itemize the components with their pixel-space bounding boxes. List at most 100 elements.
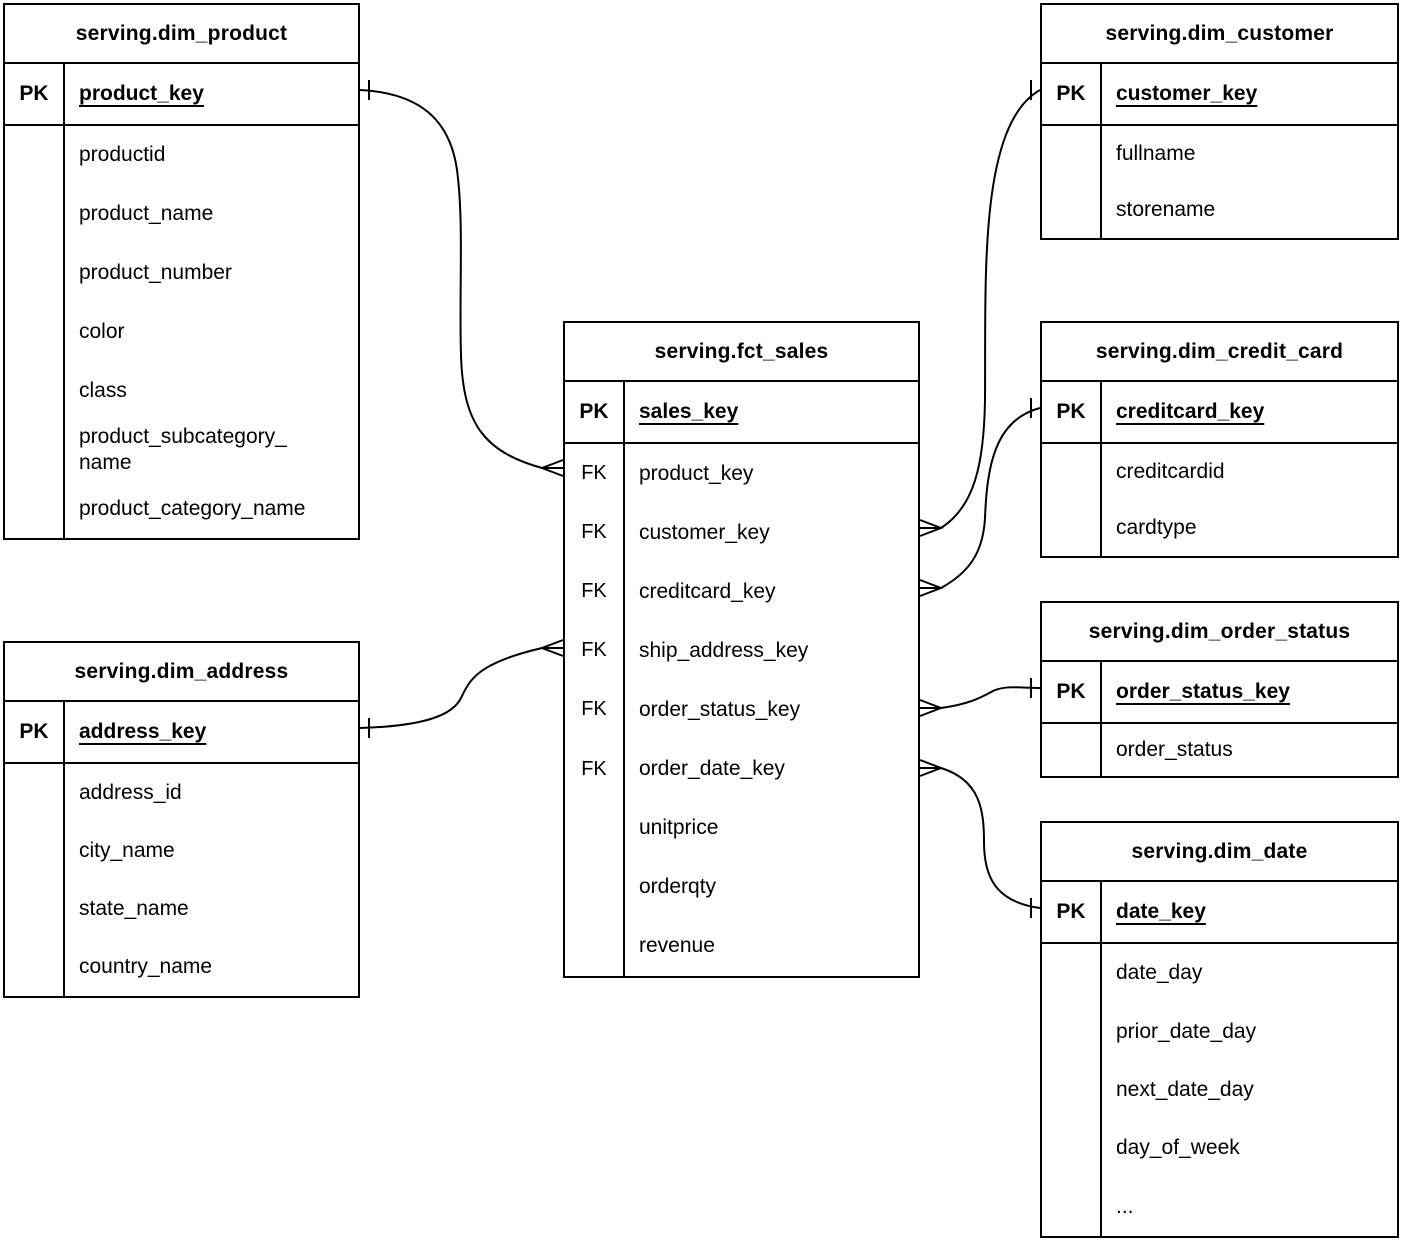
crow-foot-icon [539, 459, 564, 477]
relationship-line [940, 767, 1041, 909]
field-name: customer_key [639, 520, 770, 544]
pk-field-name: address_key [79, 720, 207, 743]
field-name: day_of_week [1116, 1136, 1240, 1160]
field-name: order_date_key [639, 757, 785, 781]
pk-badge: PK [1042, 64, 1102, 124]
pk-row: PK sales_key [565, 382, 918, 444]
fk-badge: FK [565, 562, 625, 622]
key-badge [1042, 1060, 1102, 1120]
key-badge [5, 880, 65, 938]
pk-field-name: product_key [79, 82, 204, 105]
pk-field-name: creditcard_key [1116, 400, 1265, 423]
relationship-dim-address-to-fct-sales [359, 639, 564, 738]
field-row: FK customer_key [565, 503, 918, 563]
pk-field-name: date_key [1116, 900, 1206, 923]
field-row: creditcardid [1042, 444, 1397, 500]
crow-foot-icon [919, 519, 944, 537]
relationship-line [359, 89, 543, 469]
field-row: city_name [5, 822, 358, 880]
field-row: state_name [5, 880, 358, 938]
table-title: serving.dim_credit_card [1042, 323, 1397, 382]
table-dim-product: serving.dim_product PK product_key produ… [3, 3, 360, 540]
field-name: cardtype [1116, 516, 1197, 539]
relationship-dim-product-to-fct-sales [359, 80, 564, 477]
field-row: fullname [1042, 126, 1397, 182]
crow-foot-icon [919, 759, 944, 777]
field-row: class [5, 361, 358, 421]
field-name: order_status [1116, 738, 1233, 761]
relationship-fct-sales-to-dim-customer [919, 80, 1041, 537]
table-dim-customer: serving.dim_customer PK customer_key ful… [1040, 3, 1399, 240]
table-dim-order-status: serving.dim_order_status PK order_status… [1040, 601, 1399, 778]
field-name: class [79, 378, 127, 402]
crow-foot-icon [539, 639, 564, 657]
field-name: product_number [79, 261, 232, 285]
field-row: revenue [565, 916, 918, 976]
field-name: country_name [79, 955, 213, 978]
relationship-line [940, 686, 1041, 709]
field-row: unitprice [565, 798, 918, 858]
field-row: product_category_name [5, 479, 358, 539]
field-row: orderqty [565, 857, 918, 917]
fk-badge: FK [565, 503, 625, 563]
key-badge [5, 126, 65, 185]
field-name: productid [79, 143, 166, 167]
fk-badge: FK [565, 444, 625, 504]
field-name: orderqty [639, 875, 717, 899]
field-name: storename [1116, 198, 1216, 221]
key-badge [1042, 724, 1102, 776]
pk-field-name: sales_key [639, 400, 739, 423]
field-name: prior_date_day [1116, 1019, 1257, 1043]
pk-badge: PK [5, 64, 65, 124]
field-row: cardtype [1042, 500, 1397, 556]
field-name: next_date_day [1116, 1078, 1254, 1102]
field-row: next_date_day [1042, 1060, 1397, 1120]
key-badge [1042, 1002, 1102, 1061]
table-dim-date: serving.dim_date PK date_key date_day pr… [1040, 821, 1399, 1238]
key-badge [1042, 1119, 1102, 1178]
relationship-fct-sales-to-dim-date [919, 759, 1041, 918]
field-list: creditcardid cardtype [1042, 444, 1397, 556]
field-row: storename [1042, 182, 1397, 238]
field-list: productid product_name product_number co… [5, 126, 358, 539]
key-badge [1042, 126, 1102, 182]
fk-badge: FK [565, 621, 625, 681]
field-name: revenue [639, 934, 715, 958]
field-row: day_of_week [1042, 1119, 1397, 1178]
pk-badge: PK [565, 382, 625, 442]
field-row: color [5, 302, 358, 362]
table-title: serving.dim_address [5, 643, 358, 702]
table-title: serving.dim_date [1042, 823, 1397, 882]
crow-foot-icon [919, 699, 944, 717]
field-row: prior_date_day [1042, 1002, 1397, 1061]
table-title: serving.dim_order_status [1042, 603, 1397, 662]
table-dim-credit-card: serving.dim_credit_card PK creditcard_ke… [1040, 321, 1399, 558]
key-badge [1042, 944, 1102, 1003]
relationship-line [940, 407, 1041, 589]
key-badge [565, 798, 625, 858]
pk-row: PK order_status_key [1042, 662, 1397, 724]
field-row: address_id [5, 764, 358, 822]
pk-row: PK customer_key [1042, 64, 1397, 126]
key-badge [1042, 500, 1102, 556]
field-name: product_name [79, 202, 214, 226]
field-row: product_number [5, 243, 358, 303]
fk-badge: FK [565, 739, 625, 799]
field-row: FK order_date_key [565, 739, 918, 799]
field-list: order_status [1042, 724, 1397, 776]
key-badge [1042, 444, 1102, 500]
field-row: product_name [5, 184, 358, 244]
key-badge [5, 302, 65, 362]
table-title: serving.fct_sales [565, 323, 918, 382]
pk-row: PK creditcard_key [1042, 382, 1397, 444]
field-list: address_id city_name state_name country_… [5, 764, 358, 996]
pk-row: PK date_key [1042, 882, 1397, 944]
field-list: date_day prior_date_day next_date_day da… [1042, 944, 1397, 1237]
relationship-line [359, 647, 543, 729]
key-badge [5, 420, 65, 480]
pk-badge: PK [5, 702, 65, 762]
